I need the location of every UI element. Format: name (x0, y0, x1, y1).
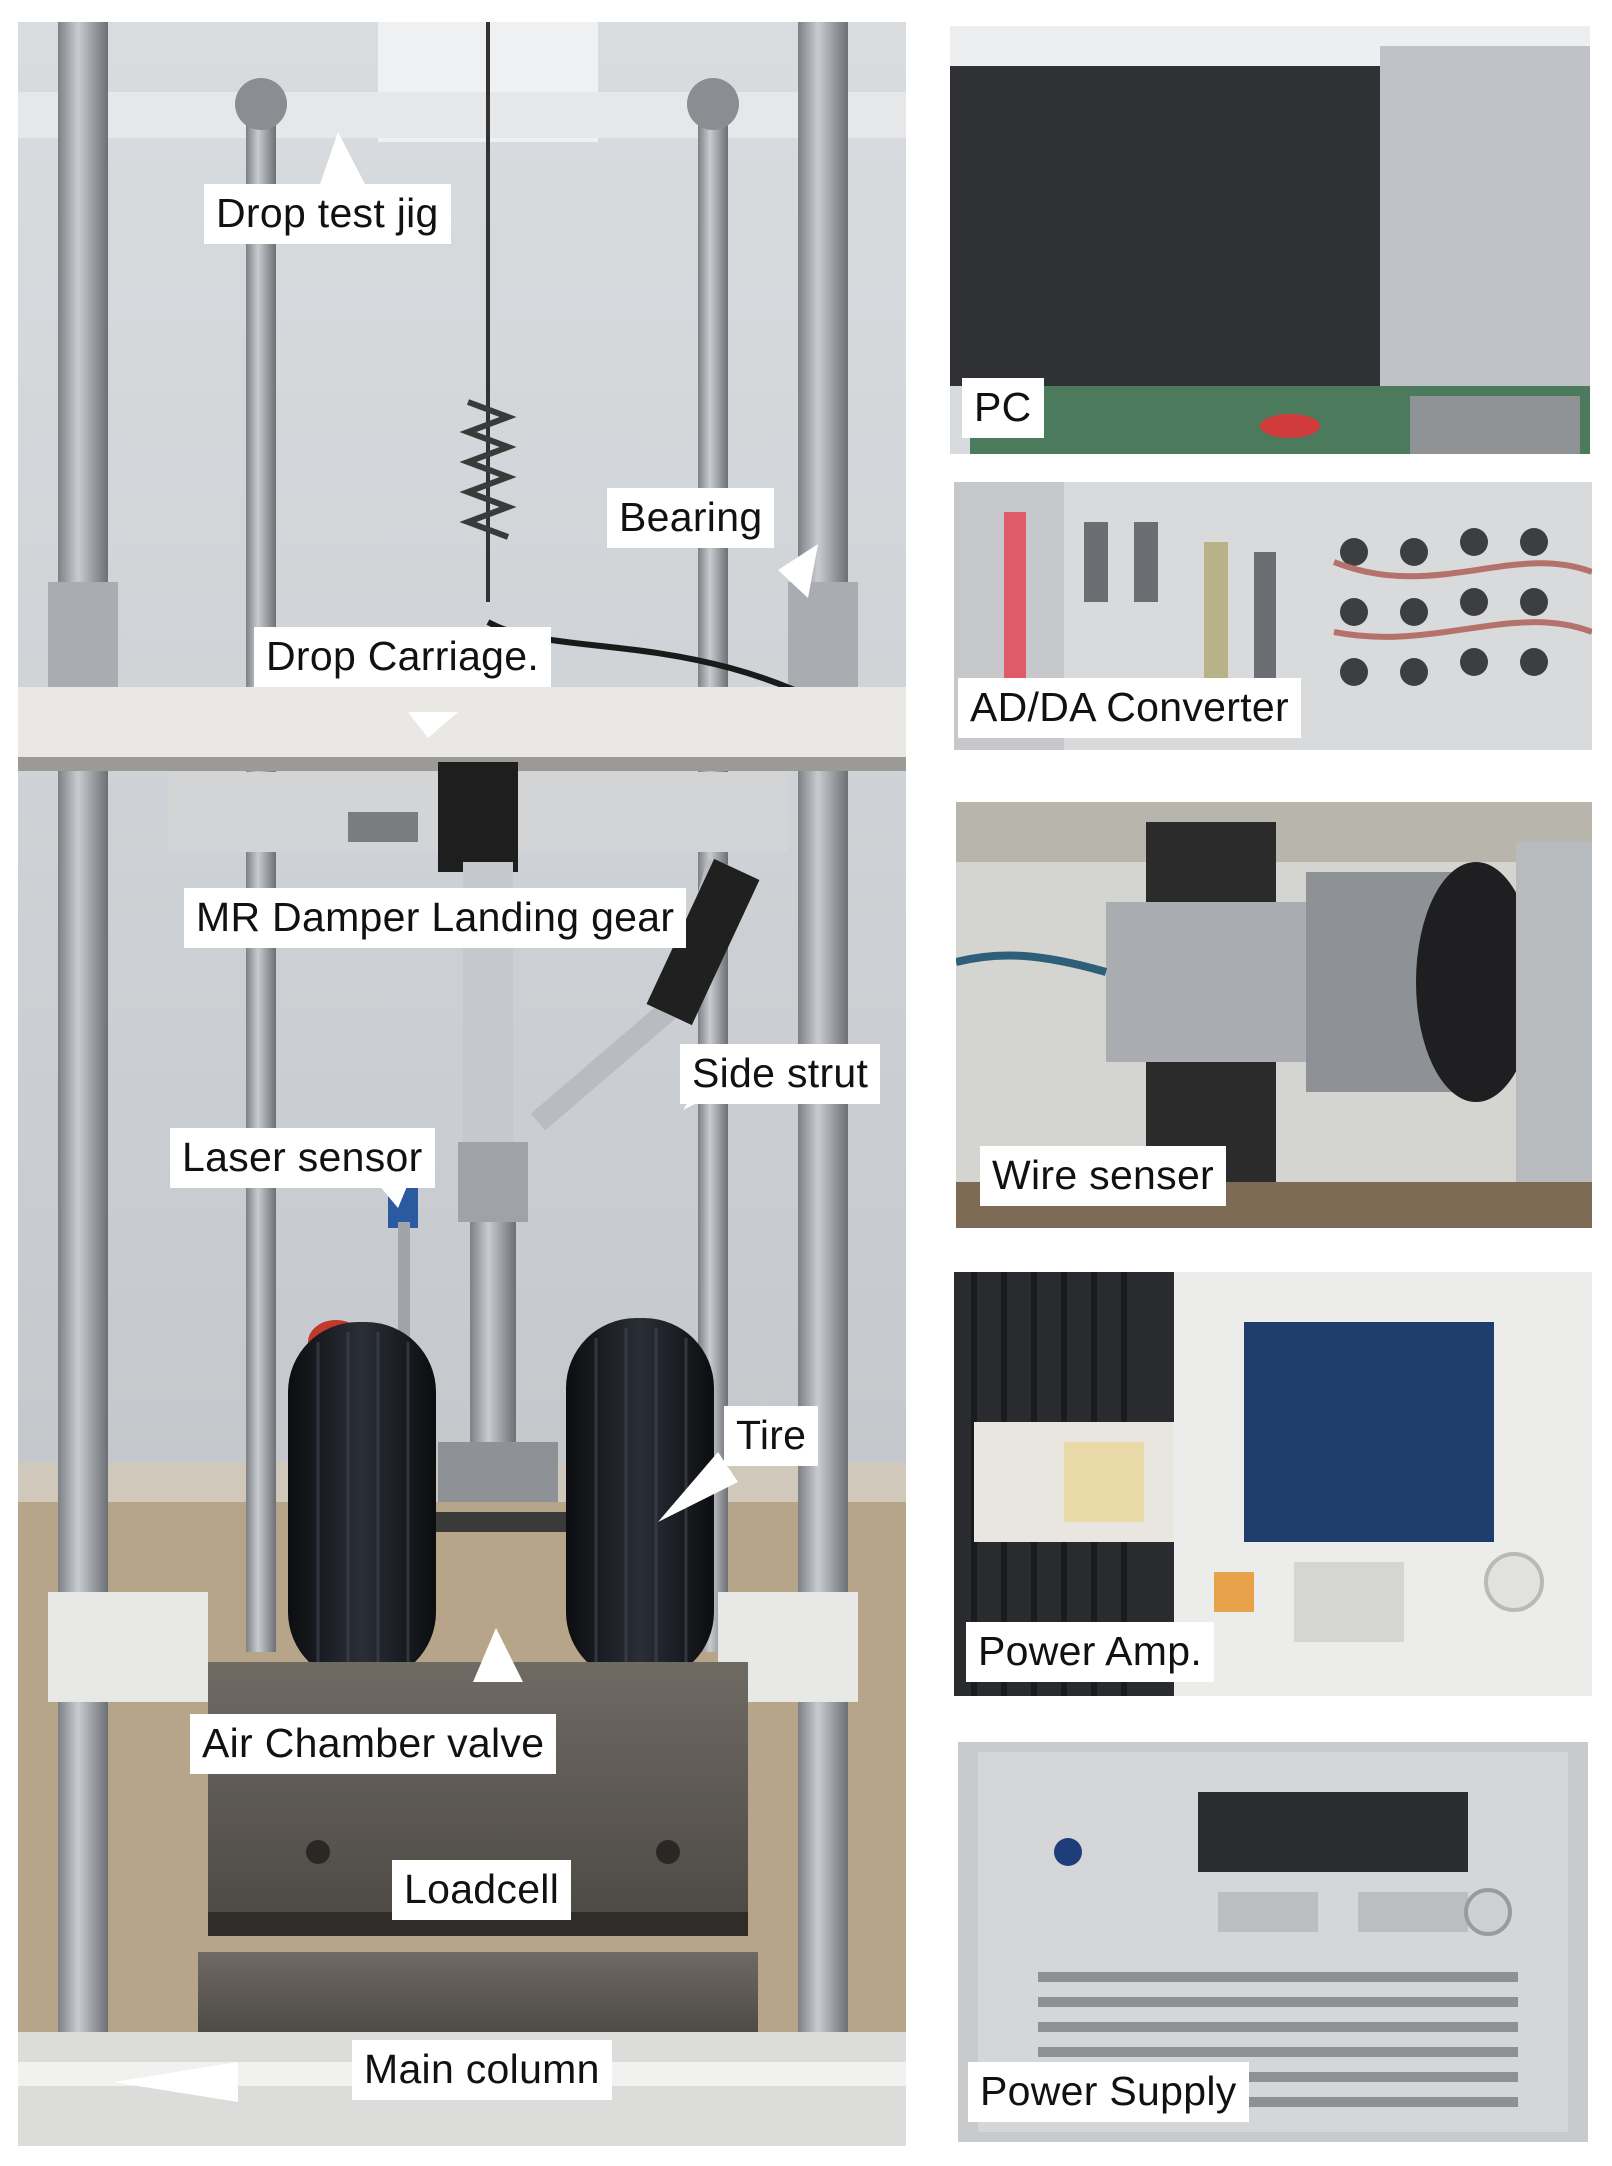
label-side-strut: Side strut (680, 1044, 881, 1104)
ad-da-converter-photo: AD/DA Converter (954, 482, 1592, 750)
pc-photo: PC (950, 26, 1590, 454)
power-supply-photo: Power Supply (958, 1742, 1588, 2142)
label-air-chamber-valve: Air Chamber valve (190, 1714, 557, 1774)
label-power-supply: Power Supply (968, 2062, 1249, 2122)
label-wire-sensor: Wire senser (980, 1146, 1227, 1206)
wire-sensor-photo: Wire senser (956, 802, 1592, 1228)
label-bearing: Bearing (607, 488, 775, 548)
label-tire: Tire (724, 1406, 819, 1466)
label-mr-damper-landing-gear: MR Damper Landing gear (184, 888, 687, 948)
label-ad-da-converter: AD/DA Converter (958, 678, 1301, 738)
label-main-column: Main column (352, 2040, 612, 2100)
label-laser-sensor: Laser sensor (170, 1128, 435, 1188)
power-amp-photo: Power Amp. (954, 1272, 1592, 1696)
label-drop-carriage: Drop Carriage. (254, 627, 552, 687)
label-power-amp: Power Amp. (966, 1622, 1215, 1682)
pc-illustration (950, 26, 1590, 454)
drop-test-rig-photo: Drop test jig Bearing Drop Carriage. MR … (18, 22, 906, 2146)
label-loadcell: Loadcell (392, 1860, 572, 1920)
label-pc: PC (962, 378, 1044, 438)
label-drop-test-jig: Drop test jig (204, 184, 451, 244)
